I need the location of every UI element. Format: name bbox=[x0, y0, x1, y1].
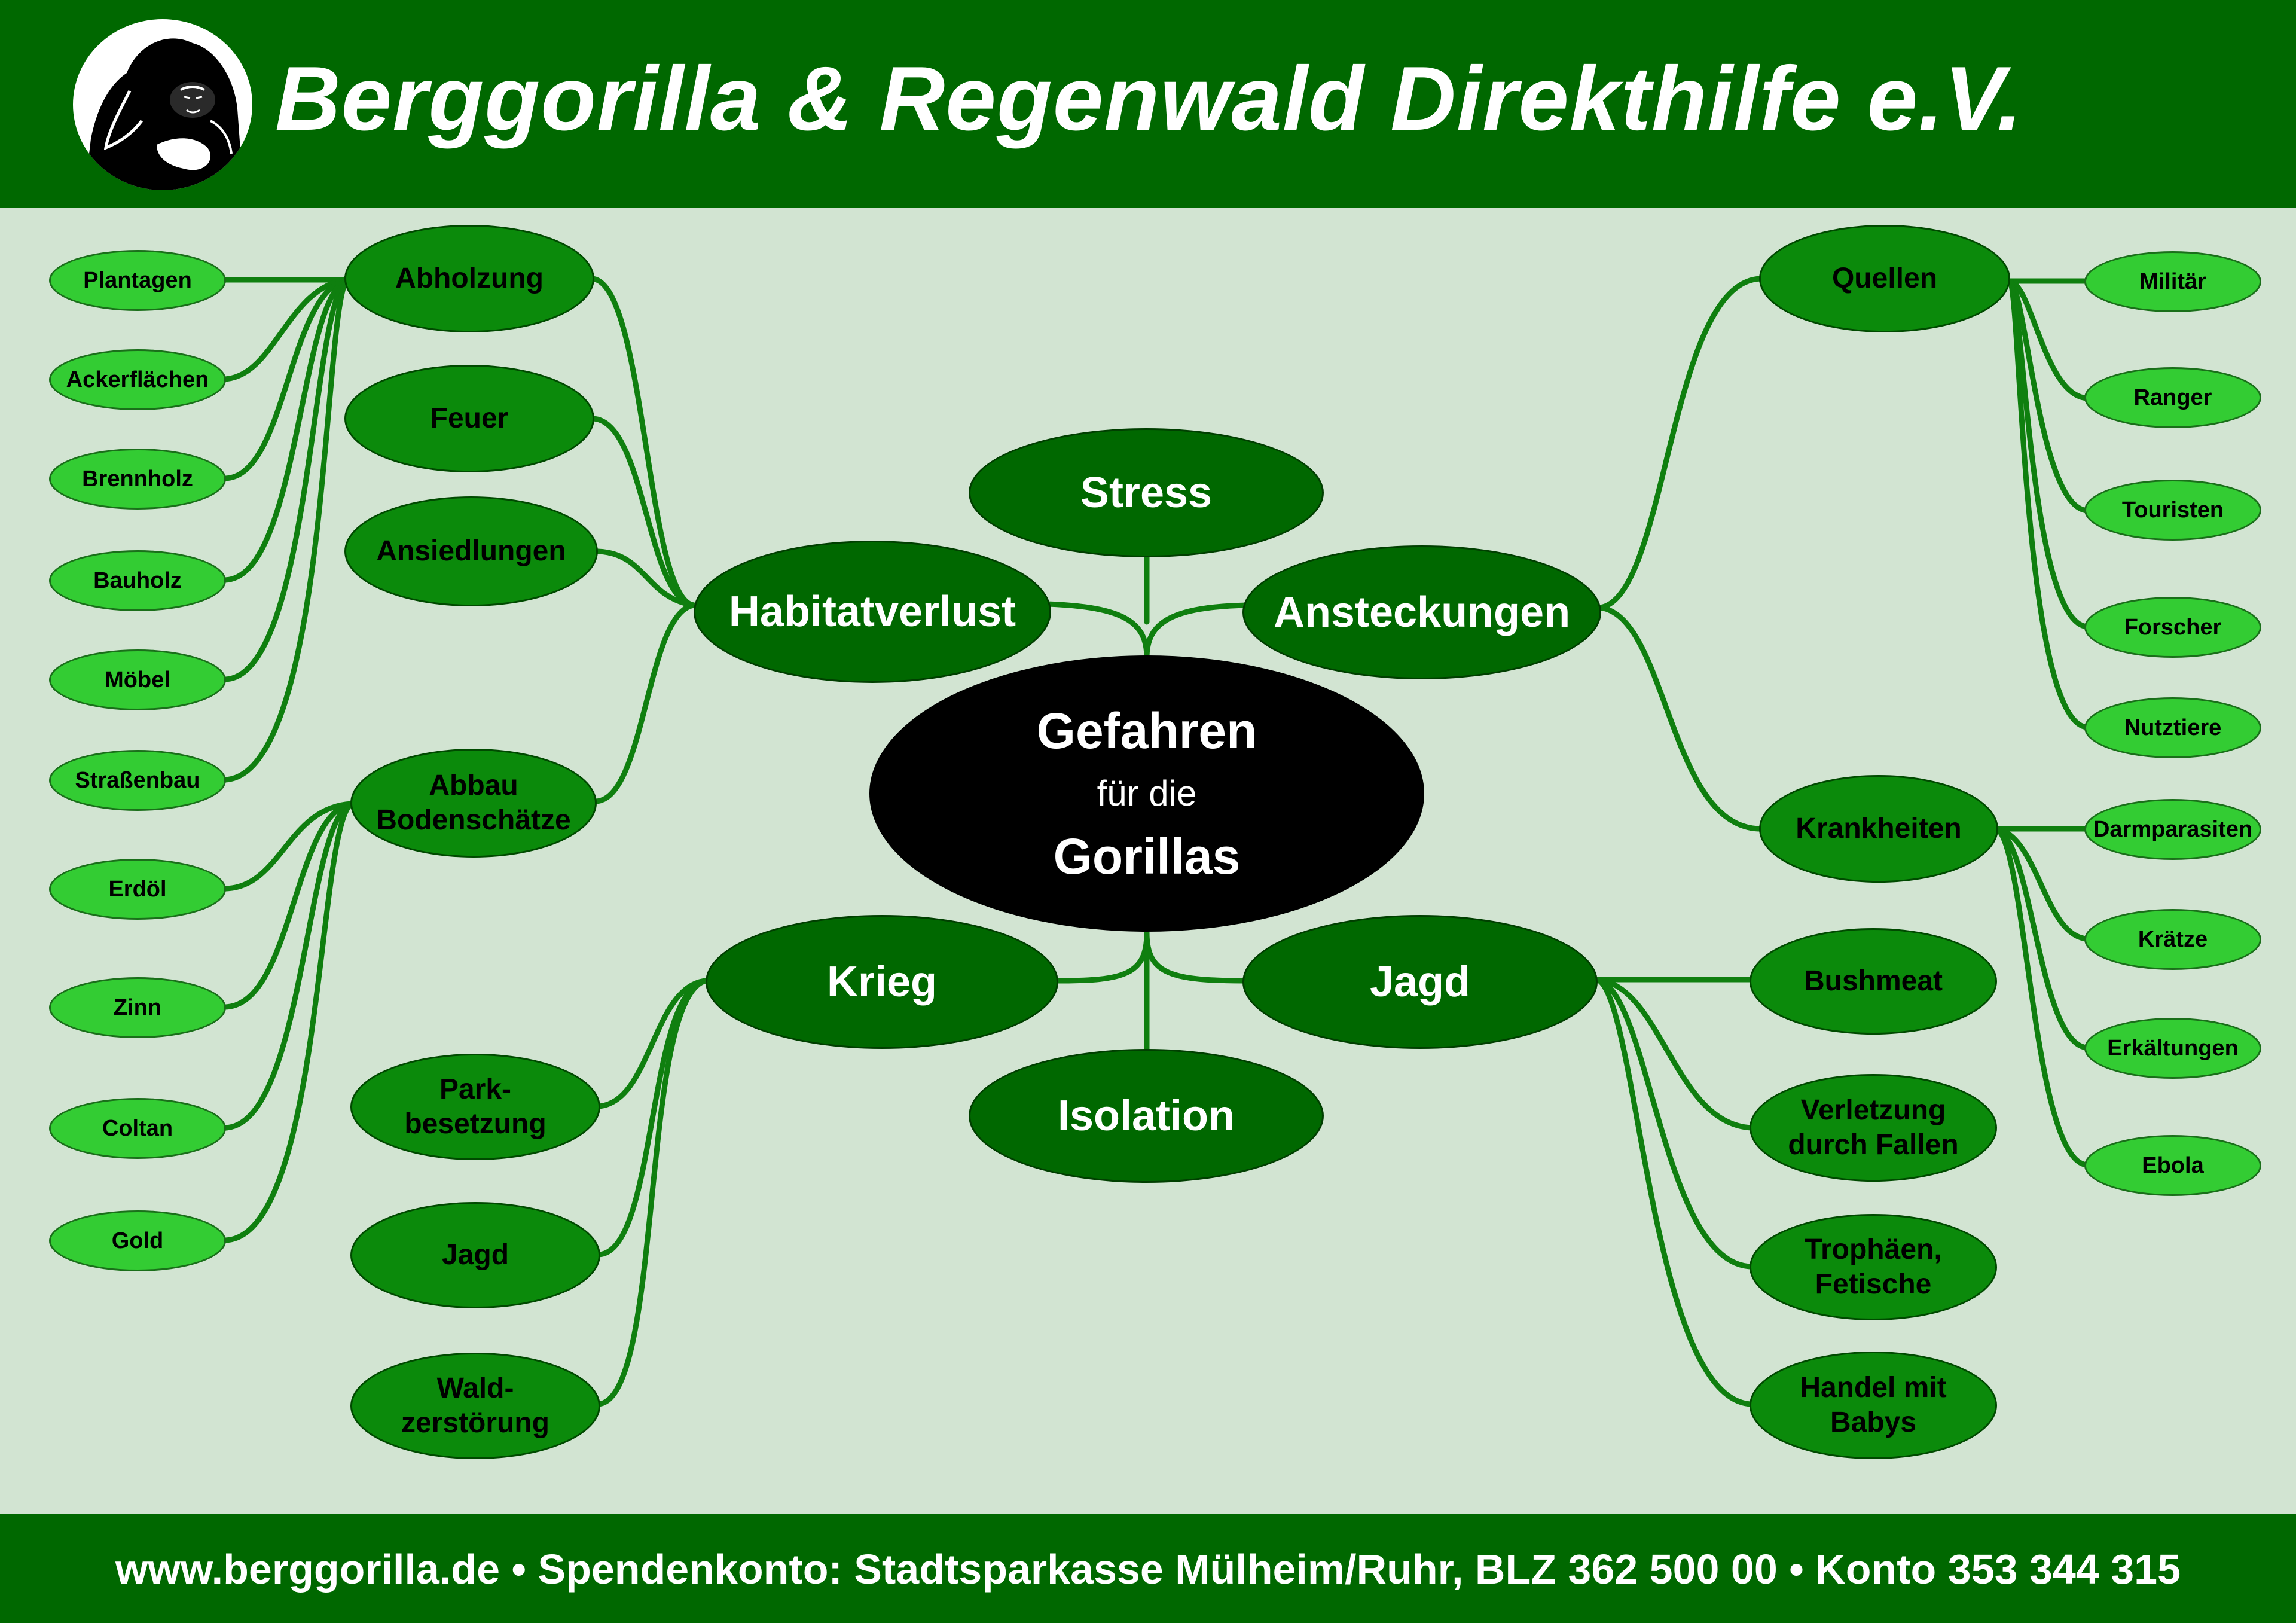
verletzung-line1: Verletzung bbox=[1800, 1094, 1946, 1126]
connector-abholzung-strassenbau bbox=[221, 277, 350, 783]
node-verletzung: Verletzung durch Fallen bbox=[1750, 1074, 1997, 1182]
leaf-militaer: Militär bbox=[2084, 251, 2261, 312]
leaf-ackerflaechen: Ackerflächen bbox=[49, 349, 226, 410]
leaf-gold: Gold bbox=[49, 1210, 226, 1271]
connector-abholzung-ackerflaechen bbox=[221, 277, 350, 382]
park-line2: besetzung bbox=[404, 1108, 546, 1140]
leaf-kraetze: Krätze bbox=[2084, 909, 2261, 970]
connector-abholzung-brennholz bbox=[221, 277, 350, 481]
wald-line2: zerstörung bbox=[401, 1407, 549, 1439]
leaf-moebel: Möbel bbox=[49, 649, 226, 710]
leaf-zinn: Zinn bbox=[49, 977, 226, 1038]
connector-habitat-feuer bbox=[589, 416, 697, 608]
node-jagd: Jagd bbox=[1242, 915, 1598, 1049]
connector-krankheiten-ebola bbox=[1994, 826, 2091, 1168]
connector-krankheiten-erkaeltungen bbox=[1994, 826, 2091, 1051]
leaf-erkaeltungen: Erkältungen bbox=[2084, 1018, 2261, 1079]
connector-krieg-park bbox=[595, 978, 709, 1109]
verletzung-line2: durch Fallen bbox=[1788, 1129, 1959, 1161]
abbau-line2: Bodenschätze bbox=[376, 804, 571, 836]
connector-center-habitat bbox=[1045, 601, 1150, 661]
connector-jagd-trophaeen bbox=[1595, 977, 1755, 1270]
leaf-strassenbau: Straßenbau bbox=[49, 750, 226, 811]
leaf-nutztiere: Nutztiere bbox=[2084, 697, 2261, 758]
connector-quellen-ranger bbox=[2007, 278, 2091, 401]
connector-center-krieg bbox=[1055, 930, 1150, 984]
node-parkbesetzung: Park- besetzung bbox=[350, 1054, 600, 1160]
connector-ansteckungen-krankheiten bbox=[1597, 605, 1764, 832]
connector-jagd-verletzung bbox=[1595, 977, 1755, 1131]
node-ansiedlungen: Ansiedlungen bbox=[344, 496, 598, 606]
node-isolation: Isolation bbox=[969, 1049, 1324, 1183]
connector-abbau-erdoel bbox=[221, 801, 355, 892]
connector-abbau-coltan bbox=[221, 801, 355, 1131]
node-handel: Handel mit Babys bbox=[1750, 1352, 1997, 1459]
node-krieg-jagd: Jagd bbox=[350, 1202, 600, 1308]
connector-habitat-abholzung bbox=[589, 276, 697, 608]
gorilla-logo-icon bbox=[73, 19, 252, 190]
park-line1: Park- bbox=[439, 1073, 512, 1105]
connector-krankheiten-kraetze bbox=[1994, 826, 2091, 942]
footer-bar: www.berggorilla.de • Spendenkonto: Stadt… bbox=[0, 1514, 2296, 1623]
handel-line1: Handel mit bbox=[1800, 1372, 1947, 1404]
header-bar: Berggorilla & Regenwald Direkthilfe e.V. bbox=[0, 0, 2296, 208]
connector-abholzung-bauholz bbox=[221, 277, 350, 583]
connector-abbau-zinn bbox=[221, 801, 355, 1010]
leaf-touristen: Touristen bbox=[2084, 480, 2261, 541]
node-abholzung: Abholzung bbox=[344, 225, 594, 332]
connector-ansteckungen-quellen bbox=[1597, 276, 1764, 611]
leaf-forscher: Forscher bbox=[2084, 597, 2261, 658]
connector-center-ansteckungen bbox=[1144, 602, 1250, 661]
leaf-ebola: Ebola bbox=[2084, 1135, 2261, 1196]
connector-habitat-abbau bbox=[592, 602, 697, 804]
handel-line2: Babys bbox=[1830, 1407, 1917, 1438]
trophaeen-line2: Fetische bbox=[1815, 1268, 1932, 1300]
page-title: Berggorilla & Regenwald Direkthilfe e.V. bbox=[275, 48, 2023, 150]
wald-line1: Wald- bbox=[436, 1372, 514, 1404]
connector-abholzung-moebel bbox=[221, 277, 350, 682]
connector-habitat-ansiedlungen bbox=[595, 548, 697, 608]
node-krieg: Krieg bbox=[706, 915, 1058, 1049]
node-habitatverlust: Habitatverlust bbox=[694, 541, 1051, 683]
leaf-ranger: Ranger bbox=[2084, 367, 2261, 428]
node-stress: Stress bbox=[969, 428, 1324, 557]
connector-jagd-handel bbox=[1595, 977, 1755, 1407]
leaf-bauholz: Bauholz bbox=[49, 550, 226, 611]
node-waldzerstoerung: Wald- zerstörung bbox=[350, 1353, 600, 1459]
node-feuer: Feuer bbox=[344, 365, 594, 472]
leaf-brennholz: Brennholz bbox=[49, 449, 226, 510]
node-krankheiten: Krankheiten bbox=[1759, 775, 1998, 883]
node-quellen: Quellen bbox=[1759, 225, 2010, 332]
center-line1: Gefahren bbox=[1036, 703, 1257, 759]
leaf-erdoel: Erdöl bbox=[49, 859, 226, 920]
connector-abbau-gold bbox=[221, 801, 355, 1243]
leaf-darmparasiten: Darmparasiten bbox=[2084, 799, 2261, 860]
node-bushmeat: Bushmeat bbox=[1750, 928, 1997, 1035]
node-trophaeen: Trophäen, Fetische bbox=[1750, 1214, 1997, 1320]
center-line3: Gorillas bbox=[1053, 828, 1241, 884]
leaf-plantagen: Plantagen bbox=[49, 250, 226, 311]
connector-quellen-nutztiere bbox=[2007, 278, 2091, 730]
center-node: Gefahren für die Gorillas bbox=[869, 655, 1424, 932]
connector-center-jagd bbox=[1144, 930, 1250, 984]
connector-krieg-wald bbox=[595, 978, 709, 1407]
abbau-line1: Abbau bbox=[429, 770, 518, 801]
center-line2: für die bbox=[1097, 773, 1197, 813]
footer-text: www.berggorilla.de • Spendenkonto: Stadt… bbox=[115, 1546, 2181, 1593]
node-ansteckungen: Ansteckungen bbox=[1242, 545, 1601, 679]
trophaeen-line1: Trophäen, bbox=[1805, 1234, 1942, 1265]
node-abbau-bodenschaetze: Abbau Bodenschätze bbox=[350, 749, 597, 858]
leaf-coltan: Coltan bbox=[49, 1098, 226, 1159]
